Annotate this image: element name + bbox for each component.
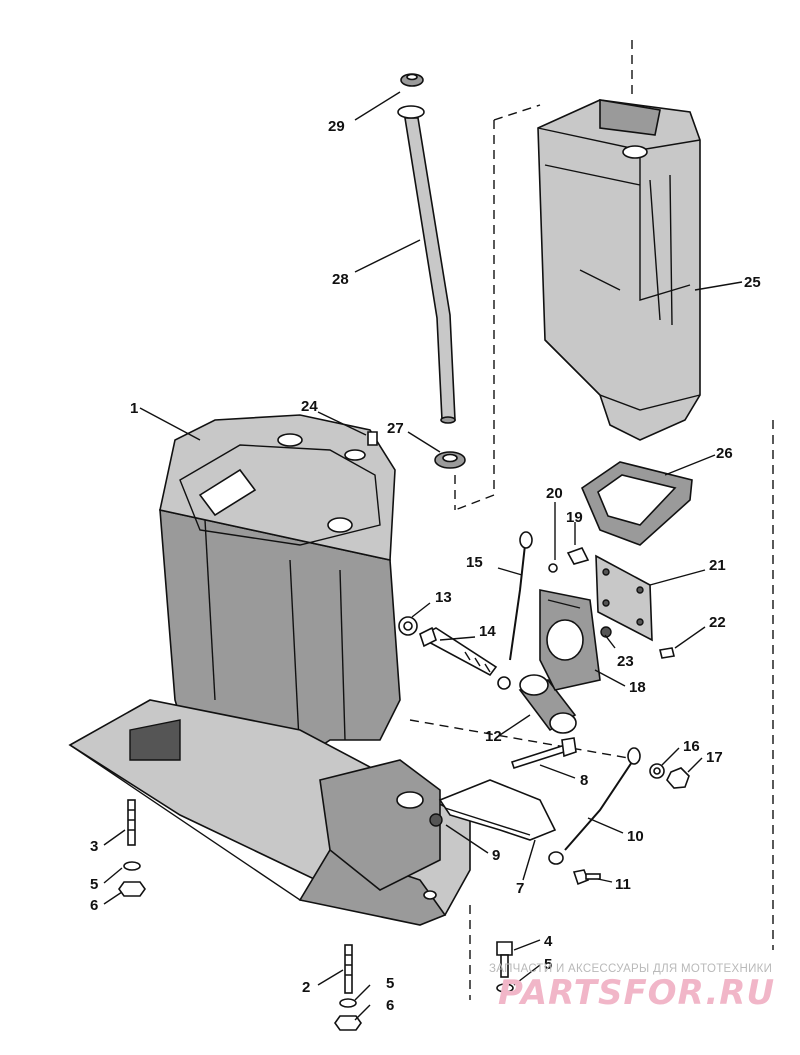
part-26-seal <box>581 461 693 546</box>
label-17: 17 <box>706 749 723 766</box>
label-12: 12 <box>485 728 502 745</box>
label-5-right: 5 <box>544 956 552 973</box>
label-4: 4 <box>544 933 553 950</box>
part-11-screw <box>572 869 601 886</box>
part-10-ground-strap <box>548 747 641 865</box>
part-20-washer <box>548 563 558 573</box>
part-3-stud-left <box>127 799 136 846</box>
part-13-washer <box>398 616 418 636</box>
part-8-bolt <box>510 737 577 770</box>
part-2-stud-bottom <box>344 944 353 994</box>
label-19: 19 <box>566 509 583 526</box>
part-17-nut <box>666 767 690 789</box>
part-labels: 1 2 3 4 5 5 5 6 6 7 8 9 10 11 12 13 14 1… <box>90 118 761 1014</box>
part-19-screw <box>566 547 590 565</box>
part-4-bolt <box>496 941 513 978</box>
part-5-washer-bottom <box>339 998 357 1008</box>
label-9: 9 <box>492 847 500 864</box>
part-29-cap <box>400 73 424 87</box>
label-13: 13 <box>435 589 452 606</box>
label-2: 2 <box>302 979 310 996</box>
part-12-rubber-mount <box>518 674 577 734</box>
part-25-upper-housing <box>537 99 701 441</box>
label-26: 26 <box>716 445 733 462</box>
label-22: 22 <box>709 614 726 631</box>
watermark-caption: ЗАПЧАСТИ И АКСЕССУАРЫ ДЛЯ МОТОТЕХНИКИ <box>489 963 772 975</box>
label-8: 8 <box>580 772 588 789</box>
part-16-washer <box>649 763 665 779</box>
label-1: 1 <box>130 400 138 417</box>
label-7: 7 <box>516 880 524 897</box>
part-28-tube <box>397 105 456 424</box>
leader-lines <box>103 91 743 1021</box>
label-5-bottom: 5 <box>386 975 394 992</box>
label-28: 28 <box>332 271 349 288</box>
label-23: 23 <box>617 653 634 670</box>
label-21: 21 <box>709 557 726 574</box>
part-6-nut-bottom <box>334 1015 362 1031</box>
label-3: 3 <box>90 838 98 855</box>
label-27: 27 <box>387 420 404 437</box>
anti-ventilation-plate <box>68 699 471 926</box>
label-25: 25 <box>744 274 761 291</box>
part-22-screw <box>659 647 675 659</box>
part-27-grommet <box>434 451 466 469</box>
alignment-dashes <box>409 40 774 1000</box>
part-5-washer-left <box>123 861 141 871</box>
label-11: 11 <box>615 876 631 893</box>
label-18: 18 <box>629 679 646 696</box>
label-14: 14 <box>479 623 496 640</box>
watermark: ЗАПЧАСТИ И АКСЕССУАРЫ ДЛЯ МОТОТЕХНИКИ PA… <box>489 963 775 1013</box>
part-18-housing-cover <box>539 589 601 691</box>
label-20: 20 <box>546 485 563 502</box>
part-21-plate <box>595 554 653 642</box>
label-16: 16 <box>683 738 700 755</box>
label-6-left: 6 <box>90 897 98 914</box>
part-6-nut-left <box>118 881 146 897</box>
part-5-washer-right <box>496 983 514 993</box>
watermark-logo: PARTSFOR.RU <box>498 973 775 1013</box>
label-15: 15 <box>466 554 483 571</box>
label-29: 29 <box>328 118 345 135</box>
part-9-nut <box>429 813 443 827</box>
part-15-ground-strap <box>497 531 533 690</box>
label-5-left: 5 <box>90 876 98 893</box>
label-24: 24 <box>301 398 318 415</box>
label-6-bottom: 6 <box>386 997 394 1014</box>
label-10: 10 <box>627 828 644 845</box>
part-7-bracket <box>438 779 557 841</box>
